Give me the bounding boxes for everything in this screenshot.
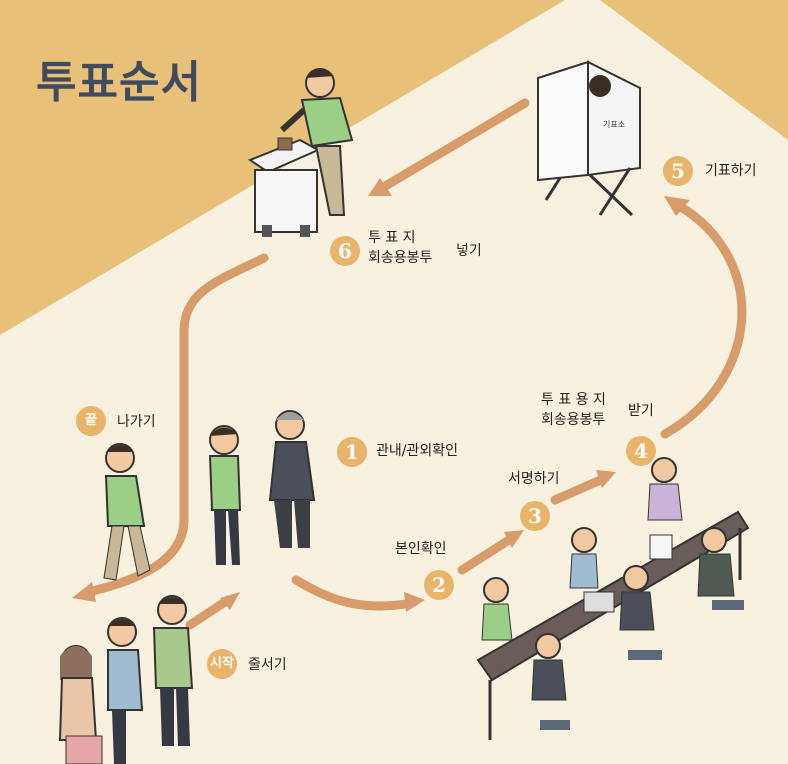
- step-label-insert-ballot-line1: 투 표 지: [368, 230, 416, 246]
- voting-booth-illustration: [537, 60, 641, 217]
- arrowhead-start: [220, 592, 240, 610]
- step-label-receive-suffix: 받기: [628, 403, 654, 419]
- arrow-1-to-2: [291, 575, 417, 611]
- step-label-insert-ballot-line2: 회송용봉투: [368, 250, 433, 266]
- voter-casting-ballot: [279, 68, 354, 216]
- step-badge-3: 3: [520, 501, 550, 531]
- top-band: [0, 0, 565, 335]
- step-badge-start: 시작: [207, 649, 237, 679]
- step-label-exit: 나가기: [117, 414, 156, 430]
- step-label-sign: 서명하기: [508, 471, 560, 487]
- step-badge-end: 끝: [76, 406, 106, 436]
- step-badge-5: 5: [663, 156, 693, 186]
- step-badge-1: 1: [337, 437, 367, 467]
- arrowhead-2: [404, 592, 425, 612]
- arrow-heads: [72, 178, 690, 612]
- step-badge-6: 6: [330, 236, 360, 266]
- arrow-5-to-6: [377, 98, 530, 193]
- arrow-6-to-end: [83, 253, 269, 597]
- step-badge-4: 4: [626, 436, 656, 466]
- election-officer: [268, 410, 316, 548]
- arrowhead-3: [504, 530, 524, 548]
- arrow-start-to-1: [185, 595, 233, 630]
- top-right-band: [600, 0, 788, 140]
- booth-sign: 기표소: [603, 120, 626, 129]
- arrowhead-6: [368, 178, 392, 196]
- table-staff-and-voters: [481, 457, 744, 730]
- step-label-insert-suffix: 넣기: [456, 243, 482, 259]
- ballot-box-illustration: [247, 137, 321, 237]
- queue-of-voters: [58, 595, 194, 764]
- step-label-identity-check: 본인확인: [395, 541, 447, 557]
- flow-arrows: [83, 98, 747, 630]
- arrow-3-to-4: [550, 473, 610, 505]
- page-title: 투표순서: [36, 57, 202, 108]
- arrow-4-to-5: [660, 200, 747, 439]
- arrow-2-to-3: [457, 533, 517, 575]
- step-badge-2: 2: [424, 570, 454, 600]
- arrowhead-end: [72, 582, 96, 602]
- step-label-district-check: 관내/관외확인: [376, 443, 458, 459]
- step-label-receive-ballot-line2: 회송용봉투: [541, 412, 606, 428]
- arrowhead-4: [596, 470, 616, 488]
- step-label-line-up: 줄서기: [248, 657, 287, 673]
- step-label-receive-ballot-line1: 투 표 용 지: [541, 392, 606, 408]
- step-label-mark-ballot: 기표하기: [705, 163, 757, 179]
- arrowhead-5: [664, 196, 690, 216]
- voter-at-id-check: [208, 425, 242, 565]
- voter-exiting: [103, 443, 151, 581]
